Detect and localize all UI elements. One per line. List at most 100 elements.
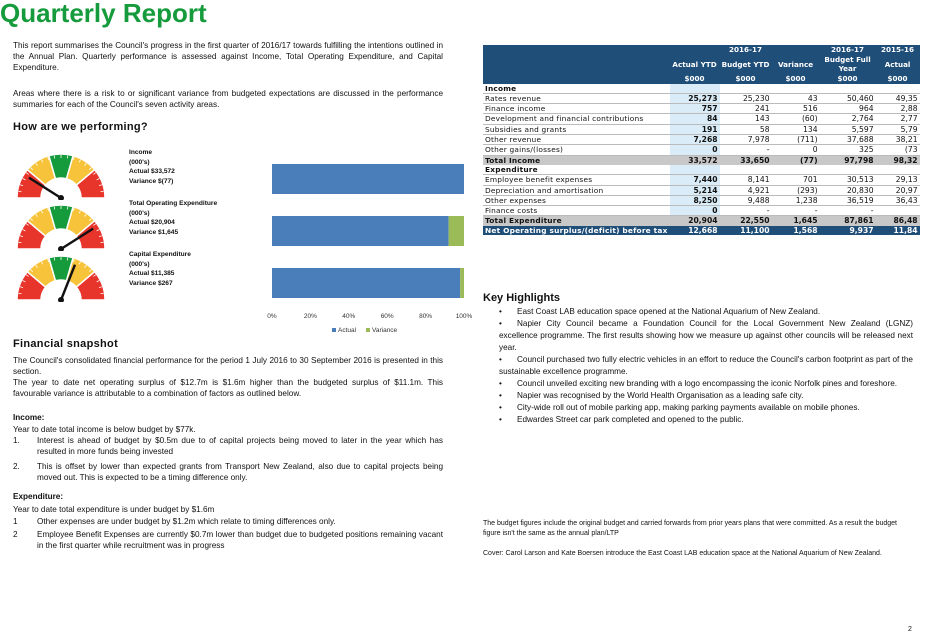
gauge-tick [78, 210, 81, 214]
table-cell: 11,100 [719, 225, 772, 236]
table-cell: 12,668 [669, 225, 720, 236]
gauge-tick [35, 213, 38, 217]
gauge-tick [47, 207, 50, 212]
header-blank [483, 74, 670, 84]
highlight-item: •Napier City Council became a Foundation… [483, 318, 913, 354]
gauge-tick [96, 280, 100, 283]
how-heading: How are we performing? [13, 121, 148, 133]
table-cell: - [719, 144, 772, 156]
snapshot-paragraph-1: The Council's consolidated financial per… [13, 356, 443, 376]
key-highlights-heading: Key Highlights [483, 292, 561, 304]
gauge-variance: Variance $1,645 [129, 228, 179, 236]
group-header: 2016-17 [719, 45, 772, 55]
table-cell: 191 [669, 124, 720, 136]
table-cell: 143 [719, 113, 772, 125]
income-item-2-text: This is offset by lower than expected gr… [37, 462, 443, 482]
table-cell: 7,268 [669, 134, 720, 146]
intro-paragraph-2: Areas where there is a risk to or signif… [13, 89, 443, 109]
gauge-tick [78, 159, 81, 163]
gauge-icon [16, 204, 106, 251]
gauge-tick [22, 280, 26, 283]
gauge-tick [98, 286, 103, 289]
x-tick-label: 80% [419, 313, 432, 320]
gauge-icon [16, 255, 106, 302]
gauge-tick [35, 162, 38, 166]
gauge-tick [35, 264, 38, 268]
header-blank [669, 45, 720, 55]
x-tick-label: 20% [304, 313, 317, 320]
table-cell: 757 [669, 103, 720, 115]
gauge-tick [30, 167, 33, 170]
table-cell: 20,97 [875, 185, 920, 196]
x-tick-label: 0% [267, 313, 277, 320]
gauge-tick [89, 218, 92, 221]
table-cell: 11,84 [875, 225, 920, 236]
budget-note: The budget figures include the original … [483, 520, 898, 537]
table-cell [819, 83, 876, 94]
table-cell: 516 [771, 103, 820, 115]
row-label: Finance income [483, 103, 670, 115]
table-cell: - [819, 205, 876, 217]
gauge-tick [96, 178, 100, 181]
table-cell: (711) [771, 134, 820, 146]
gauge-tick [41, 159, 44, 163]
table-cell: 37,688 [819, 134, 876, 146]
gauge-tick [41, 261, 44, 265]
gauge-tick [30, 269, 33, 272]
table-net-row: Net Operating surplus/(deficit) before t… [483, 225, 920, 236]
cover-note: Cover: Carol Larson and Kate Boersen int… [483, 550, 882, 557]
row-label: Subsidies and grants [483, 124, 670, 136]
table-cell: 4,921 [719, 185, 772, 196]
gauge-tick [25, 172, 29, 175]
table-section-row: Expenditure [483, 164, 920, 176]
table-cell: 87,861 [819, 215, 876, 226]
gauge-tick [84, 213, 87, 217]
row-label: Other gains/(losses) [483, 144, 670, 156]
table-cell: 25,273 [669, 93, 720, 105]
highlight-item: •Napier was recognised by the World Heal… [483, 390, 913, 402]
gauge-tick [84, 162, 87, 166]
income-intro: Year to date total income is below budge… [13, 425, 196, 434]
gauge-tick [89, 269, 92, 272]
table-cell: - [719, 205, 772, 217]
bar-variance [448, 216, 464, 246]
title-bar: Quarterly Report [0, 0, 925, 31]
highlight-text: East Coast LAB education space opened at… [517, 307, 821, 316]
gauge-tick [98, 235, 103, 238]
gauge-tick [25, 274, 29, 277]
table-cell: 20,904 [669, 215, 720, 226]
gauge-variance: Variance $(77) [129, 177, 174, 185]
column-header: Variance [771, 54, 820, 75]
gauge-actual: Actual $20,904 [129, 219, 175, 226]
income-item-1-text: Interest is ahead of budget by $0.5m due… [37, 436, 443, 456]
table-cell: 5,214 [669, 185, 720, 196]
gauge-needle [28, 176, 62, 200]
gauge-needle [60, 227, 94, 251]
highlight-item: •City-wide roll out of mobile parking ap… [483, 402, 913, 414]
bar-actual [272, 268, 461, 298]
table-cell: 43 [771, 93, 820, 105]
table-cell: 9,937 [819, 225, 876, 236]
bar-actual [272, 216, 449, 246]
list-number: 1 [13, 517, 18, 526]
row-label: Employee benefit expenses [483, 174, 670, 186]
table-cell: 8,250 [669, 195, 720, 207]
gauge-units: (000's) [129, 209, 150, 217]
row-label: Total Expenditure [483, 215, 670, 226]
gauge-tick [89, 167, 92, 170]
table-cell: 964 [819, 103, 876, 115]
table-cell: 25,230 [719, 93, 772, 105]
gauge-tick [41, 210, 44, 214]
gauge-text: Capital Expenditure(000's)Actual $11,385… [129, 250, 191, 288]
highlight-text: Council purchased two fully electric veh… [499, 355, 913, 376]
gauge-tick [93, 274, 97, 277]
list-number: 1. [13, 436, 20, 445]
table-cell [819, 164, 876, 176]
table-cell: 33,650 [719, 155, 772, 165]
